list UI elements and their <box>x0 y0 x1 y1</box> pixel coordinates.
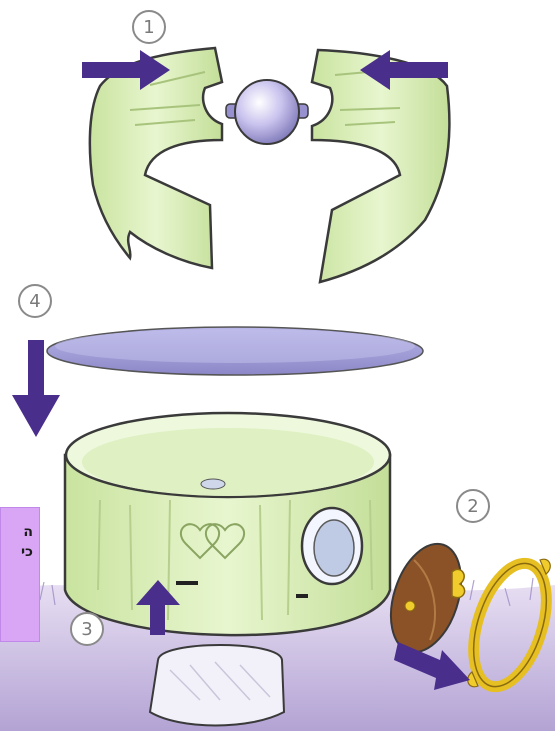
step-number-2: 2 <box>456 489 490 523</box>
ring-half-left <box>90 48 222 268</box>
lid-disc <box>47 327 423 375</box>
base-stump <box>150 645 284 726</box>
ball-piece <box>226 80 308 144</box>
step-number-1: 1 <box>132 10 166 44</box>
note-box: ה כי <box>0 507 40 642</box>
step-number-3: 3 <box>70 612 104 646</box>
step-number-4: 4 <box>18 284 52 318</box>
note-line-1: ה <box>1 522 33 542</box>
ring-half-right <box>312 50 449 282</box>
note-line-2: כי <box>1 542 33 562</box>
trunk-cylinder <box>65 413 390 635</box>
